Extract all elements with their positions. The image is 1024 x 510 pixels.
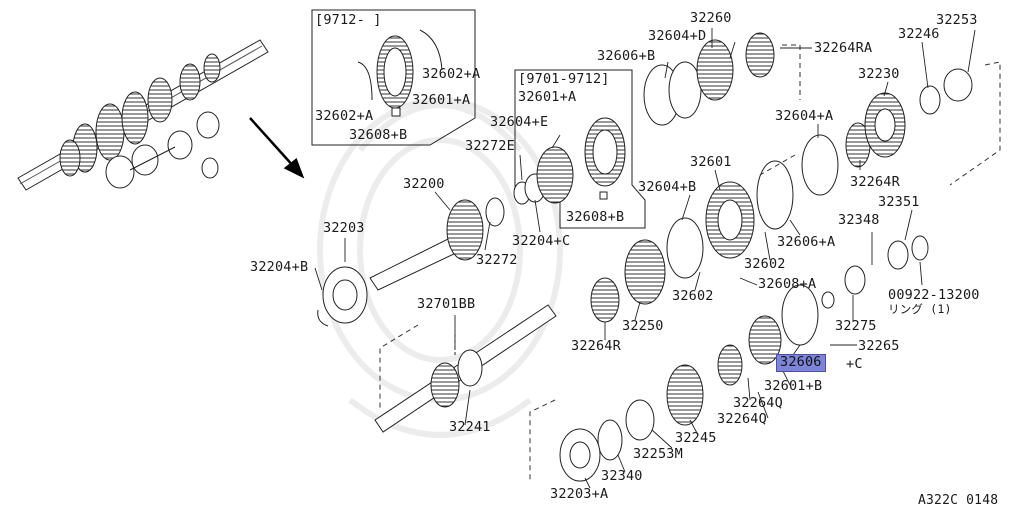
- part-label-32264Q-a[interactable]: 32264Q: [733, 395, 783, 411]
- part-label-32253M[interactable]: 32253M: [633, 446, 683, 462]
- part-label-32200[interactable]: 32200: [403, 176, 445, 192]
- part-label-32264Q-b[interactable]: 32264Q: [717, 411, 767, 427]
- part-label-32250[interactable]: 32250: [622, 318, 664, 334]
- part-label-32246[interactable]: 32246: [898, 26, 940, 42]
- part-label-32602A-right[interactable]: 32602+A: [422, 66, 481, 82]
- part-label-32351[interactable]: 32351: [878, 194, 920, 210]
- part-label-32608A[interactable]: 32608+A: [758, 276, 817, 292]
- guide-lines: [379, 44, 1001, 480]
- part-label-32265[interactable]: 32265: [858, 338, 900, 354]
- part-label-32604E[interactable]: 32604+E: [490, 114, 549, 130]
- leader-lines: [314, 28, 976, 489]
- inset-box-left: [311, 9, 476, 146]
- inset-note-mid: [9701-9712]: [518, 71, 610, 87]
- part-label-32601A-box2[interactable]: 32601+A: [518, 89, 577, 105]
- part-label-32606B[interactable]: 32606+B: [597, 48, 656, 64]
- part-label-32203A[interactable]: 32203+A: [550, 486, 609, 502]
- part-label-32604D[interactable]: 32604+D: [648, 28, 707, 44]
- part-label-32602-a[interactable]: 32602: [744, 256, 786, 272]
- part-label-32204B[interactable]: 32204+B: [250, 259, 309, 275]
- part-label-32608B-box1[interactable]: 32608+B: [349, 127, 408, 143]
- part-label-32253[interactable]: 32253: [936, 12, 978, 28]
- part-label-32272E[interactable]: 32272E: [465, 138, 515, 154]
- part-label-32264R-2[interactable]: 32264R: [571, 338, 621, 354]
- part-label-32348[interactable]: 32348: [838, 212, 880, 228]
- part-label-32204C[interactable]: 32204+C: [512, 233, 571, 249]
- part-label-32264RA[interactable]: 32264RA: [814, 40, 873, 56]
- part-label-32601A-box1[interactable]: 32601+A: [412, 92, 471, 108]
- part-label-32602A-left[interactable]: 32602+A: [315, 108, 374, 124]
- overview-assembly: [17, 39, 269, 191]
- part-label-32241[interactable]: 32241: [449, 419, 491, 435]
- part-label-32601B[interactable]: 32601+B: [764, 378, 823, 394]
- part-label-32602-b[interactable]: 32602: [672, 288, 714, 304]
- part-label-32606-highlighted[interactable]: 32606: [776, 354, 826, 372]
- mainshaft-gears: [559, 32, 973, 482]
- inset-note-left: [9712- ]: [315, 12, 382, 28]
- part-label-32260[interactable]: 32260: [690, 10, 732, 26]
- part-label-32272[interactable]: 32272: [476, 252, 518, 268]
- countershaft: [374, 304, 557, 433]
- part-label-32230[interactable]: 32230: [858, 66, 900, 82]
- diagram-id: A322C 0148: [918, 493, 999, 508]
- part-label-00922-13200[interactable]: 00922-13200: [888, 287, 980, 303]
- part-label-32601[interactable]: 32601: [690, 154, 732, 170]
- part-note-ring: リング (1): [888, 302, 952, 316]
- part-label-32245[interactable]: 32245: [675, 430, 717, 446]
- part-label-32203[interactable]: 32203: [323, 220, 365, 236]
- part-label-32275[interactable]: 32275: [835, 318, 877, 334]
- part-label-32606A[interactable]: 32606+A: [777, 234, 836, 250]
- part-label-32340[interactable]: 32340: [601, 468, 643, 484]
- part-label-32604A[interactable]: 32604+A: [775, 108, 834, 124]
- inset-box-mid: [514, 69, 646, 229]
- part-label-32606C-suffix: +C: [846, 356, 863, 372]
- input-shaft: [317, 146, 574, 327]
- pointer-arrow: [249, 117, 305, 179]
- part-label-32701BB[interactable]: 32701BB: [417, 296, 476, 312]
- part-label-32608B-box2[interactable]: 32608+B: [566, 209, 625, 225]
- part-label-32604B[interactable]: 32604+B: [638, 179, 697, 195]
- part-label-32264R[interactable]: 32264R: [850, 174, 900, 190]
